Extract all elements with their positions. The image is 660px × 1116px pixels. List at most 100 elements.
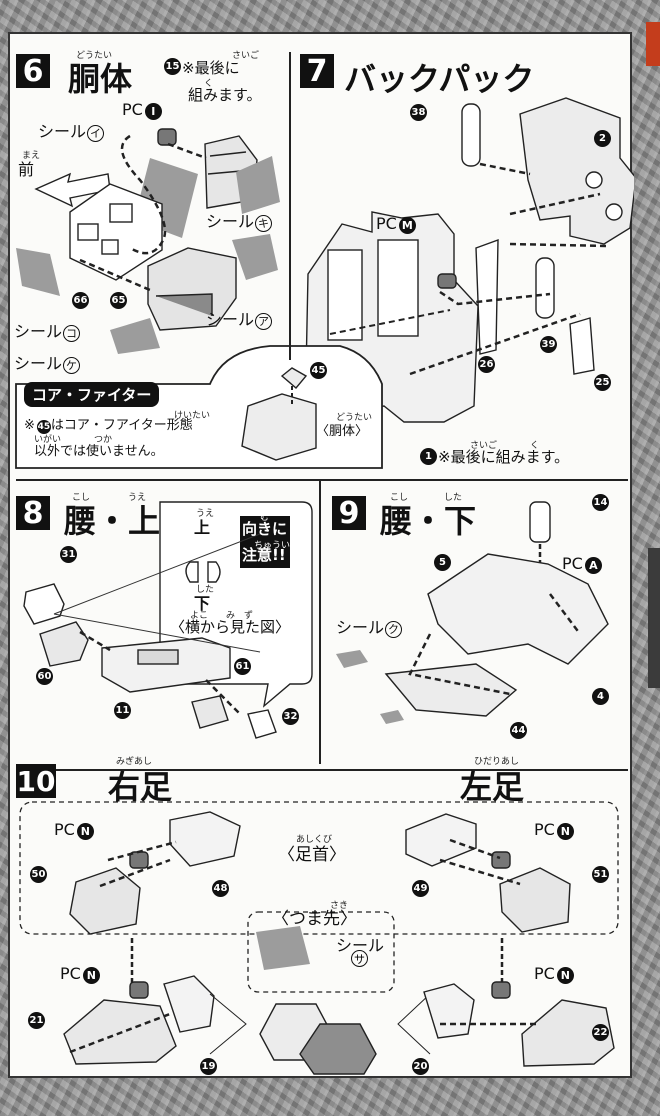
toe-label: 〈つま先〉	[272, 909, 357, 929]
bottom-label: 下	[194, 594, 211, 613]
part-51-callout: 51	[592, 866, 609, 883]
right-foot-ruby: みぎあし	[116, 757, 153, 767]
seal-ki-mark: キ	[255, 214, 273, 232]
seal-ki-label: シールキ	[206, 208, 273, 232]
pc-a-letter: A	[584, 557, 602, 574]
part-66-callout: 66	[72, 292, 89, 309]
waist-ruby: こし	[72, 493, 91, 503]
seal-ke-mark: ケ	[63, 356, 81, 374]
core-fighter-note-2: 以外では使いません。	[34, 444, 164, 459]
assemble-last-note-2: 組みます。	[188, 86, 262, 104]
side-view-label: 〈横から見た図〉	[170, 618, 291, 636]
part-32-callout: 32	[282, 708, 299, 725]
torso-label-small: 〈胴体〉	[316, 424, 369, 439]
waist-upper-title: 腰・上	[64, 502, 161, 540]
part-21-callout: 21	[28, 1012, 45, 1029]
waist-lower-drawing	[336, 501, 609, 724]
waist-lower-title: 腰・下	[380, 502, 477, 540]
seal-ku-label: シールク	[336, 614, 403, 638]
waist-ruby-9: こし	[390, 493, 409, 503]
lower-ruby: した	[444, 493, 463, 503]
part-65-callout: 65	[110, 292, 127, 309]
part-11-callout: 11	[114, 702, 131, 719]
part-22-callout: 22	[592, 1024, 609, 1041]
step-9-number: 9	[332, 496, 366, 531]
upper-ruby: うえ	[128, 493, 147, 503]
red-edge-tab	[646, 22, 660, 66]
dark-edge-tab	[648, 548, 660, 688]
backpack-last-note: ※最後に組みます。	[438, 448, 570, 466]
legs-drawing	[19, 801, 619, 1075]
top-ruby: うえ	[196, 509, 215, 519]
seal-a-label: シールア	[206, 306, 273, 330]
step-7-number: 7	[300, 54, 334, 89]
pc-n-letter-1: N	[76, 823, 94, 840]
seal-i-mark: イ	[87, 124, 105, 142]
part-26-callout: 26	[478, 356, 495, 373]
ankle-ruby: あしくび	[296, 835, 333, 845]
seal-ko-label: シールコ	[14, 318, 81, 342]
part-5-callout: 5	[434, 554, 451, 571]
part-49-callout: 49	[412, 880, 429, 897]
core-fighter-heading: コア・ファイター	[24, 382, 160, 407]
step-6-number: 6	[16, 54, 50, 89]
part-45-inline: 45	[36, 420, 51, 434]
part-48-callout: 48	[212, 880, 229, 897]
assemble-last-note-1: ※最後に	[182, 59, 240, 77]
form-ruby: けいたい	[174, 411, 211, 421]
side-view-ruby: よこ み ず	[190, 611, 254, 621]
step-10-number: 10	[16, 764, 56, 798]
torso-title: 胴体	[68, 60, 133, 98]
except-ruby: いがい	[34, 435, 62, 445]
seal-ku-mark: ク	[385, 620, 403, 638]
step-8-number: 8	[16, 496, 50, 531]
torso-parts-drawing	[16, 128, 280, 354]
part-25-callout: 25	[594, 374, 611, 391]
part-38-callout: 38	[410, 104, 427, 121]
backpack-title: バックパック	[344, 60, 535, 98]
left-foot-ruby: ひだりあし	[474, 757, 520, 767]
part-61-callout: 61	[234, 658, 251, 675]
seal-ko-mark: コ	[63, 324, 81, 342]
caution-line-2: 注意!!	[242, 546, 286, 564]
right-foot-title: 右足	[108, 768, 173, 806]
part-1-callout: 1	[420, 448, 437, 465]
direction-ruby: む	[260, 513, 270, 523]
seal-sa-mark: サ	[351, 950, 368, 967]
part-60-callout: 60	[36, 668, 53, 685]
seal-i-label: シールイ	[38, 118, 105, 142]
ankle-label: 〈足首〉	[278, 845, 346, 865]
last-ruby: さいご	[232, 51, 260, 61]
core-fighter-note-1: ※45はコア・フアイター形態	[24, 418, 193, 434]
front-ruby: まえ	[22, 151, 41, 161]
caution-line-1: 向きに	[242, 520, 288, 538]
pc-i-letter: I	[144, 103, 162, 120]
part-15-callout: 15	[164, 58, 181, 75]
part-20-callout: 20	[412, 1058, 429, 1075]
pc-n-letter-3: N	[82, 967, 100, 984]
use-ruby: つか	[94, 435, 113, 445]
left-foot-title: 左足	[460, 768, 525, 806]
part-39-callout: 39	[540, 336, 557, 353]
torso-title-ruby: どうたい	[76, 51, 113, 61]
waist-upper-drawing	[23, 501, 313, 739]
part-19-callout: 19	[200, 1058, 217, 1075]
part-4-callout: 4	[592, 688, 609, 705]
top-label: 上	[194, 518, 211, 537]
part-2-callout: 2	[594, 130, 611, 147]
front-label: 前	[18, 160, 35, 179]
assembly-diagrams	[15, 52, 634, 1075]
last-ruby-7: さいご	[470, 441, 498, 451]
part-14-callout: 14	[592, 494, 609, 511]
seal-ke-label: シールケ	[14, 350, 81, 374]
part-50-callout: 50	[30, 866, 47, 883]
part-31-callout: 31	[60, 546, 77, 563]
pc-m-letter: M	[398, 217, 416, 234]
